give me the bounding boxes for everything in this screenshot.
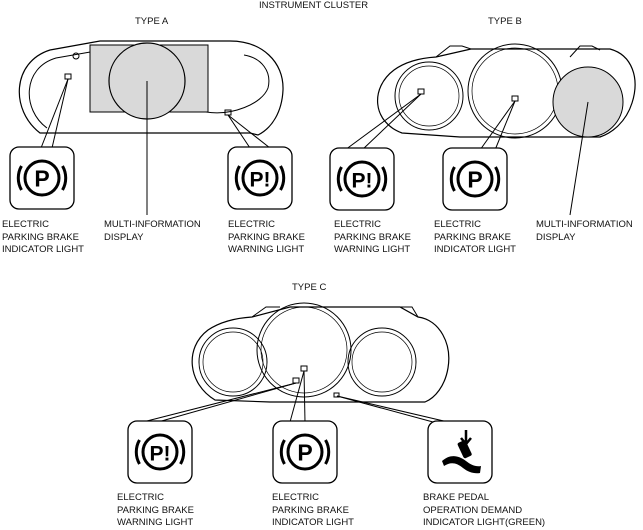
type-a-heading: TYPE A [135,16,169,27]
type-b-epb-indicator-icon [441,146,509,212]
type-c-brake-pedal-label: BRAKE PEDAL OPERATION DEMAND INDICATOR L… [423,492,546,528]
type-c-epb-warning-icon [126,419,194,485]
type-a-epb-warning-icon [226,145,294,211]
type-a-mid-label: MULTI-INFORMATION DISPLAY [104,219,201,243]
type-b-epb-warning-label: ELECTRIC PARKING BRAKE WARNING LIGHT [334,219,411,255]
type-a-cluster [18,40,284,215]
type-c-epb-indicator-icon [271,419,339,485]
type-c-heading: TYPE C [292,282,327,293]
type-c-cluster [142,302,450,423]
type-c-epb-warning-label: ELECTRIC PARKING BRAKE WARNING LIGHT [117,492,194,528]
type-c-brake-pedal-icon [426,419,494,485]
type-c-epb-indicator-label: ELECTRIC PARKING BRAKE INDICATOR LIGHT [272,492,354,528]
type-b-mid-label: MULTI-INFORMATION DISPLAY [536,219,633,243]
type-b-cluster [344,43,636,216]
type-b-epb-indicator-label: ELECTRIC PARKING BRAKE INDICATOR LIGHT [434,219,516,255]
type-a-epb-indicator-icon [8,145,76,211]
type-b-heading: TYPE B [488,16,522,27]
type-b-epb-warning-icon [328,146,396,212]
type-a-epb-indicator-label: ELECTRIC PARKING BRAKE INDICATOR LIGHT [2,219,84,255]
diagram-title: INSTRUMENT CLUSTER [259,0,369,11]
type-a-epb-warning-label: ELECTRIC PARKING BRAKE WARNING LIGHT [228,219,305,255]
